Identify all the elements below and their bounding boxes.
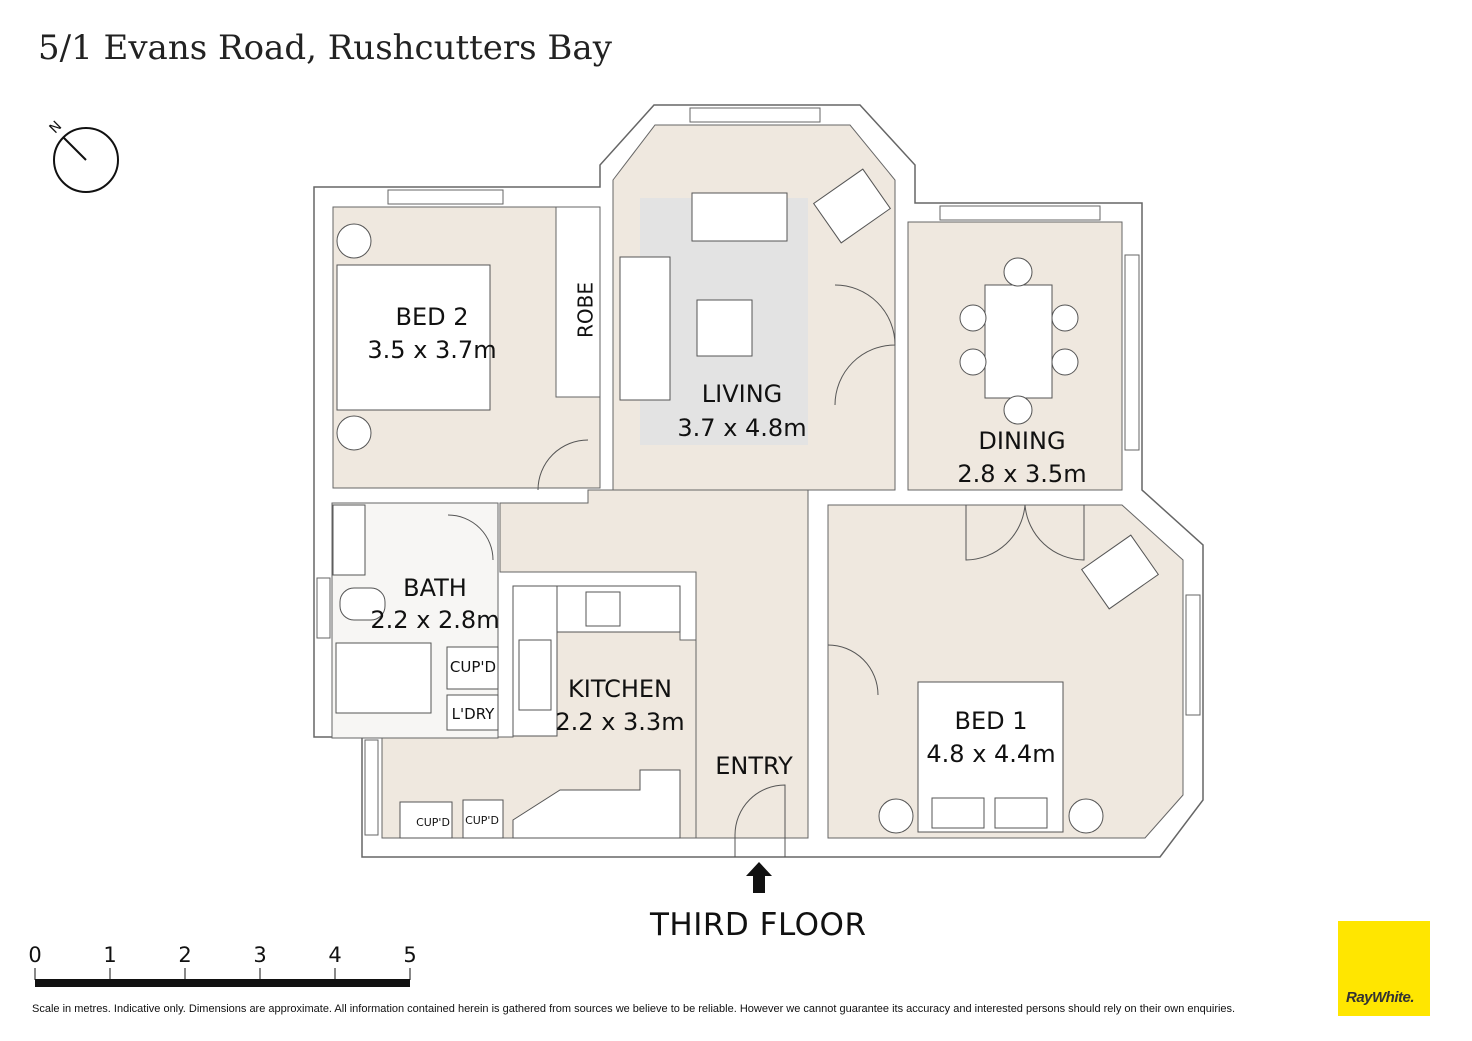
entry-arrow-icon [746,862,772,893]
compass-north-label: N [47,118,66,137]
entry-label: ENTRY [715,752,793,780]
living-dims: 3.7 x 4.8m [677,414,806,442]
sink-icon [518,639,552,711]
bath-dims: 2.2 x 2.8m [370,606,499,634]
window [689,107,821,123]
pillow [931,797,985,829]
robe-label: ROBE [574,282,598,338]
cooktop-icon [585,591,621,627]
armchair [1080,534,1160,610]
chair [1051,348,1079,376]
door [827,644,879,696]
compass-icon: N [47,118,119,193]
shower [335,642,432,714]
kitchen-bench [512,769,681,839]
cupboard [399,801,453,839]
scale-tick-label: 5 [403,943,416,967]
bedside-table [878,798,914,834]
chair [1003,257,1033,287]
logo-text: RayWhite. [1346,989,1415,1006]
scale-tick-label: 1 [103,943,116,967]
kitchen-label: KITCHEN [568,675,672,703]
chair [1051,304,1079,332]
window [364,739,379,836]
door [537,439,589,491]
floor-level-label: THIRD FLOOR [650,907,867,943]
window [1124,254,1140,451]
chair [1003,395,1033,425]
scale-tick-label: 4 [328,943,341,967]
pillow [994,797,1048,829]
coffee-table [696,299,753,357]
hall-floor [499,489,809,839]
dining-table [984,284,1053,399]
window [939,205,1101,221]
toilet [339,587,386,621]
door [447,514,494,561]
bedside-table [336,415,372,451]
dining-dims: 2.8 x 3.5m [957,460,1086,488]
sofa [691,192,788,242]
sofa [619,256,671,401]
bed2-dims: 3.5 x 3.7m [367,336,496,364]
ray-white-logo: RayWhite. [1338,921,1430,1016]
kitchen-dims: 2.2 x 3.3m [555,708,684,736]
property-address-title: 5/1 Evans Road, Rushcutters Bay [38,28,612,68]
dining-label: DINING [978,427,1065,455]
laundry [446,694,499,731]
cupboard [446,646,499,690]
bath-label: BATH [403,574,467,602]
window [316,577,331,639]
living-label: LIVING [702,380,783,408]
entry-door [734,784,786,857]
cupboard [462,799,504,839]
cupboard-label: CUP'D [450,658,496,676]
laundry-label: L'DRY [452,705,495,723]
vanity [332,504,366,576]
bed [336,264,491,411]
bedside-table [1068,798,1104,834]
disclaimer-text: Scale in metres. Indicative only. Dimens… [32,1003,1236,1015]
scale-tick-label: 2 [178,943,191,967]
scale-tick-label: 0 [28,943,41,967]
bedside-table [336,223,372,259]
scale-bar: 0 1 2 3 4 5 [28,943,417,987]
armchair [812,168,892,244]
scale-tick-label: 3 [253,943,266,967]
door [834,284,896,406]
chair [959,348,987,376]
bed1-dims: 4.8 x 4.4m [926,740,1055,768]
cupboard-label: CUP'D [465,814,499,827]
door [965,504,1085,561]
robe [555,206,601,398]
chair [959,304,987,332]
bed1-label: BED 1 [954,707,1027,735]
cupboard-label: CUP'D [416,816,450,829]
window [387,189,504,205]
window [1185,594,1201,716]
bed2-label: BED 2 [395,303,468,331]
